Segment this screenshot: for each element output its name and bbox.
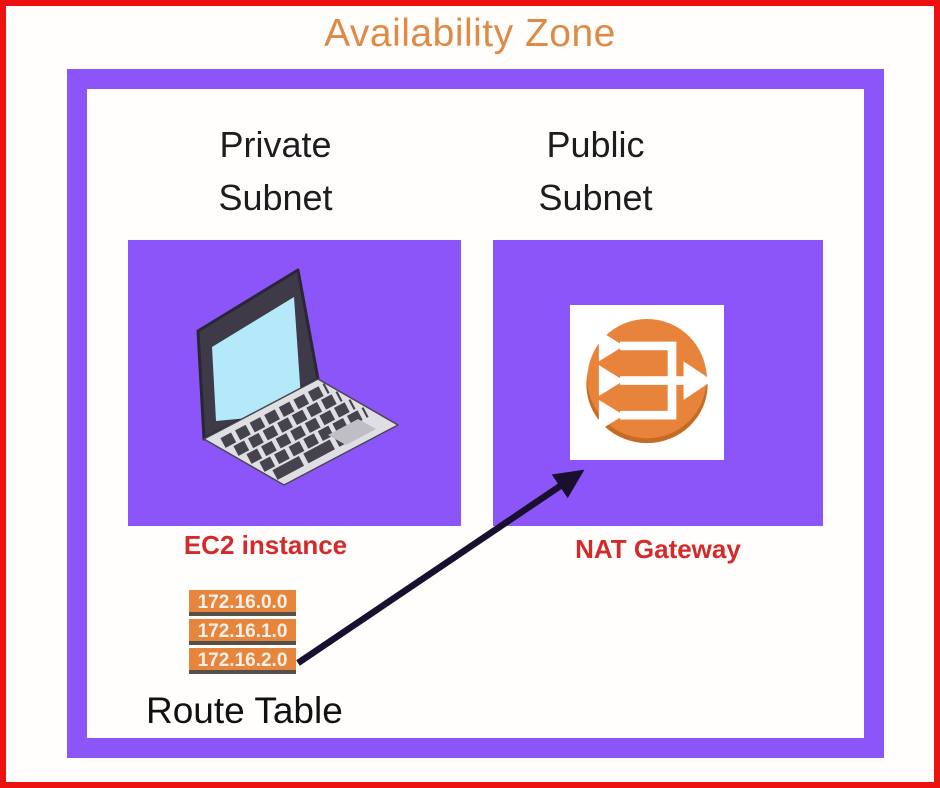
route-table: 172.16.0.0 172.16.1.0 172.16.2.0 (189, 590, 296, 677)
availability-zone-title: Availability Zone (324, 12, 616, 55)
private-subnet-label-line1: Private (219, 124, 332, 165)
route-table-row: 172.16.1.0 (189, 619, 296, 645)
nat-gateway-label: NAT Gateway (575, 534, 741, 564)
availability-zone-border (67, 69, 884, 758)
public-subnet-label-line1: Public (546, 124, 645, 165)
nat-gateway-icon (586, 318, 713, 444)
ec2-instance-label: EC2 instance (183, 530, 348, 560)
public-subnet-label: Public Subnet (428, 118, 763, 224)
private-subnet-label-line2: Subnet (218, 177, 333, 218)
nat-gateway-icon-square (570, 305, 724, 460)
route-table-row: 172.16.2.0 (189, 648, 296, 674)
public-subnet-label-line2: Subnet (538, 177, 653, 218)
route-table-row: 172.16.0.0 (189, 590, 296, 616)
laptop-icon (196, 268, 399, 486)
route-table-label: Route Table (146, 690, 343, 731)
private-subnet-label: Private Subnet (108, 118, 443, 224)
